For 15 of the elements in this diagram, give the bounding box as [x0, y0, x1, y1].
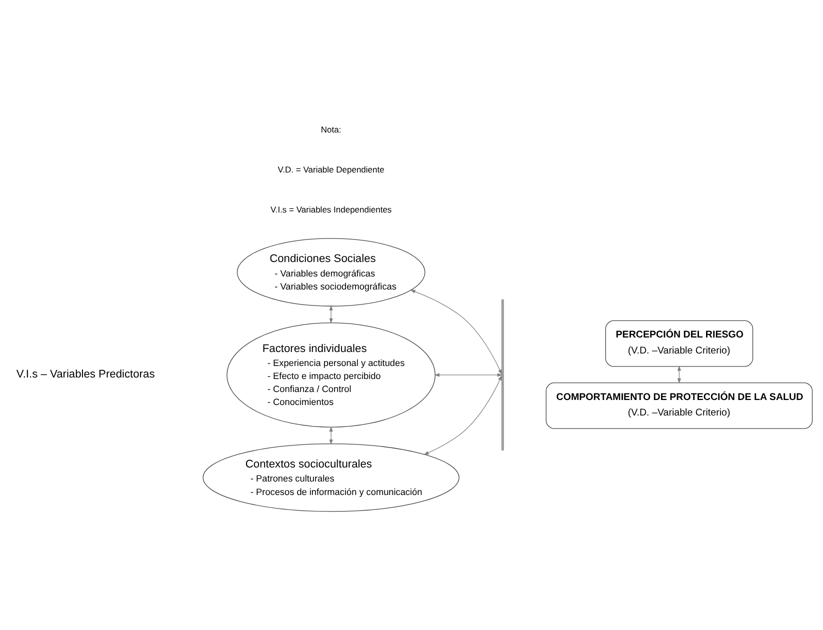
- label: V.I.s = Variables Independientes: [270, 204, 392, 214]
- arrow: [424, 375, 502, 455]
- node-ellipse: Contextos socioculturales - Patrones culturales - Procesos de información y comunicación: [202, 443, 460, 512]
- node-ellipse: Condiciones Sociales - Variables demográficas - Variables sociodemográficas: [236, 238, 426, 306]
- arrow: [329, 426, 333, 445]
- node-ellipse: Factores individuales - Experiencia personal y actitudes - Efecto e impacto percibido - Confianza / Control - Conocimientos: [226, 322, 436, 428]
- arrow: [434, 373, 503, 377]
- label: V.D. = Variable Dependiente: [278, 164, 384, 174]
- label: V.I.s – Variables Predictoras: [16, 368, 155, 381]
- node-bar: [501, 299, 504, 450]
- arrow: [410, 290, 502, 375]
- label: Nota:: [320, 124, 342, 135]
- node-box: PERCEPCIÓN DEL RIESGO (V.D. –Variable Criterio): [605, 320, 754, 367]
- arrow: [329, 305, 333, 324]
- node-box: COMPORTAMIENTO DE PROTECCIÓN DE LA SALUD (V.D. –Variable Criterio): [546, 382, 813, 429]
